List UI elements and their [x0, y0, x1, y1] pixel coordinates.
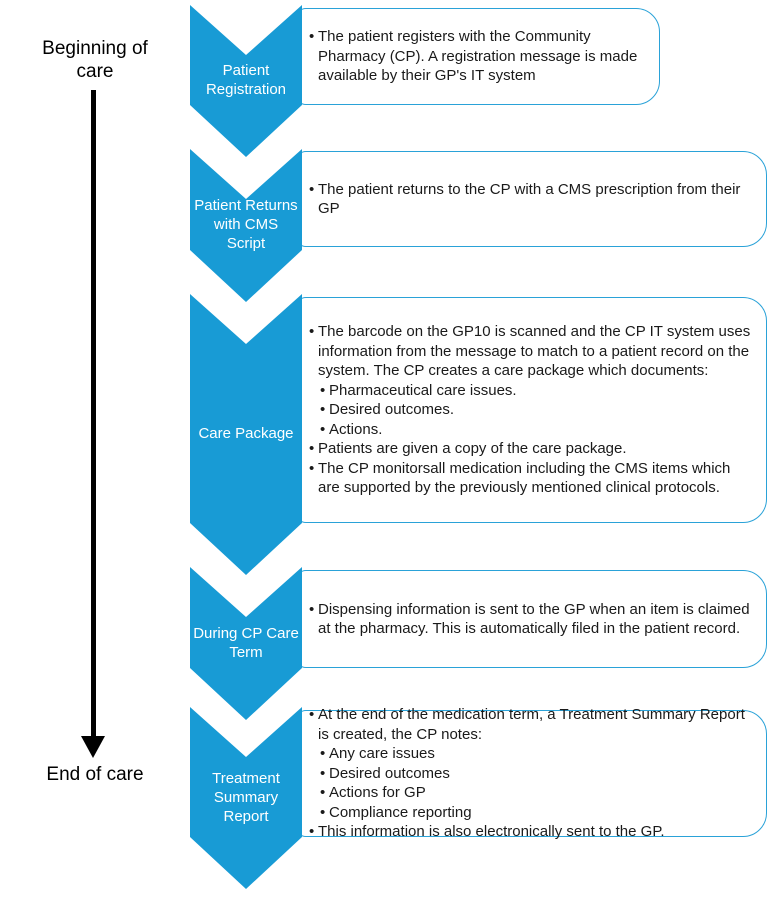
bullet-icon: • — [320, 420, 326, 438]
bullet-icon: • — [309, 180, 315, 198]
bullet-text: Desired outcomes — [329, 764, 450, 782]
bullet-text: Actions for GP — [329, 784, 426, 802]
bullet-icon: • — [320, 381, 326, 399]
bullet-icon: • — [320, 764, 326, 782]
bullet-item: •Any care issues — [320, 744, 752, 764]
stage-chevron-care-package: Care Package — [190, 294, 302, 575]
bullet-item: •Dispensing information is sent to the G… — [309, 600, 752, 639]
bullet-item: •The patient registers with the Communit… — [309, 27, 645, 86]
bullet-text: Compliance reporting — [329, 803, 472, 821]
timeline-end-label: End of care — [46, 764, 144, 785]
bullet-text: The barcode on the GP10 is scanned and t… — [318, 323, 751, 380]
bullet-text: This information is also electronically … — [318, 823, 665, 841]
stage-chevron-patient-registration: Patient Registration — [190, 5, 302, 157]
bullet-item: •At the end of the medication term, a Tr… — [309, 705, 752, 744]
bullet-item: •The CP monitorsall medication including… — [309, 459, 752, 498]
stage-box-care-package: •The barcode on the GP10 is scanned and … — [296, 297, 767, 523]
timeline-start-label: Beginning of care — [42, 38, 148, 82]
bullet-icon: • — [309, 823, 315, 841]
bullet-item: •The barcode on the GP10 is scanned and … — [309, 322, 752, 381]
bullet-icon: • — [309, 600, 315, 618]
bullet-item: •The patient returns to the CP with a CM… — [309, 180, 752, 219]
bullet-icon: • — [309, 440, 315, 458]
stage-chevron-patient-returns: Patient Returns with CMS Script — [190, 149, 302, 302]
bullet-icon: • — [309, 706, 315, 724]
bullet-text: The CP monitorsall medication including … — [318, 459, 731, 497]
bullet-text: Any care issues — [329, 745, 435, 763]
stage-label: During CP Care Term — [193, 624, 299, 661]
stage-box-patient-registration: •The patient registers with the Communit… — [296, 8, 660, 105]
bullet-text: Patients are given a copy of the care pa… — [318, 440, 627, 458]
bullet-item: •This information is also electronically… — [309, 822, 752, 842]
bullet-text: Pharmaceutical care issues. — [329, 381, 517, 399]
bullet-icon: • — [309, 459, 315, 477]
bullet-item: •Desired outcomes. — [320, 400, 752, 420]
bullet-icon: • — [309, 323, 315, 341]
stage-box-during-cp-care-term: •Dispensing information is sent to the G… — [296, 570, 767, 668]
timeline-arrow-line — [91, 90, 96, 736]
bullet-text: Dispensing information is sent to the GP… — [318, 600, 750, 638]
bullet-item: •Pharmaceutical care issues. — [320, 381, 752, 401]
bullet-item: •Compliance reporting — [320, 803, 752, 823]
bullet-text: Desired outcomes. — [329, 401, 455, 419]
stage-box-treatment-summary-report: •At the end of the medication term, a Tr… — [296, 706, 767, 840]
bullet-item: •Actions. — [320, 420, 752, 440]
stage-box-patient-returns: •The patient returns to the CP with a CM… — [296, 151, 767, 247]
bullet-text: The patient returns to the CP with a CMS… — [318, 180, 741, 218]
bullet-icon: • — [320, 784, 326, 802]
bullet-item: •Actions for GP — [320, 783, 752, 803]
stage-label: Patient Registration — [205, 62, 287, 98]
stage-label: Patient Returns with CMS Script — [194, 197, 298, 252]
bullet-text: Actions. — [329, 420, 383, 438]
bullet-icon: • — [320, 803, 326, 821]
stage-label: Treatment Summary Report — [212, 769, 280, 825]
timeline-arrowhead-icon — [81, 736, 105, 758]
bullet-item: •Patients are given a copy of the care p… — [309, 439, 752, 459]
bullet-text: The patient registers with the Community… — [318, 28, 638, 85]
bullet-icon: • — [309, 28, 315, 46]
stage-chevron-treatment-summary-report: Treatment Summary Report — [190, 707, 302, 889]
bullet-text: At the end of the medication term, a Tre… — [318, 706, 745, 743]
bullet-item: •Desired outcomes — [320, 764, 752, 784]
stage-label: Care Package — [198, 425, 294, 442]
stage-chevron-during-cp-care-term: During CP Care Term — [190, 567, 302, 720]
bullet-icon: • — [320, 401, 326, 419]
bullet-icon: • — [320, 745, 326, 763]
